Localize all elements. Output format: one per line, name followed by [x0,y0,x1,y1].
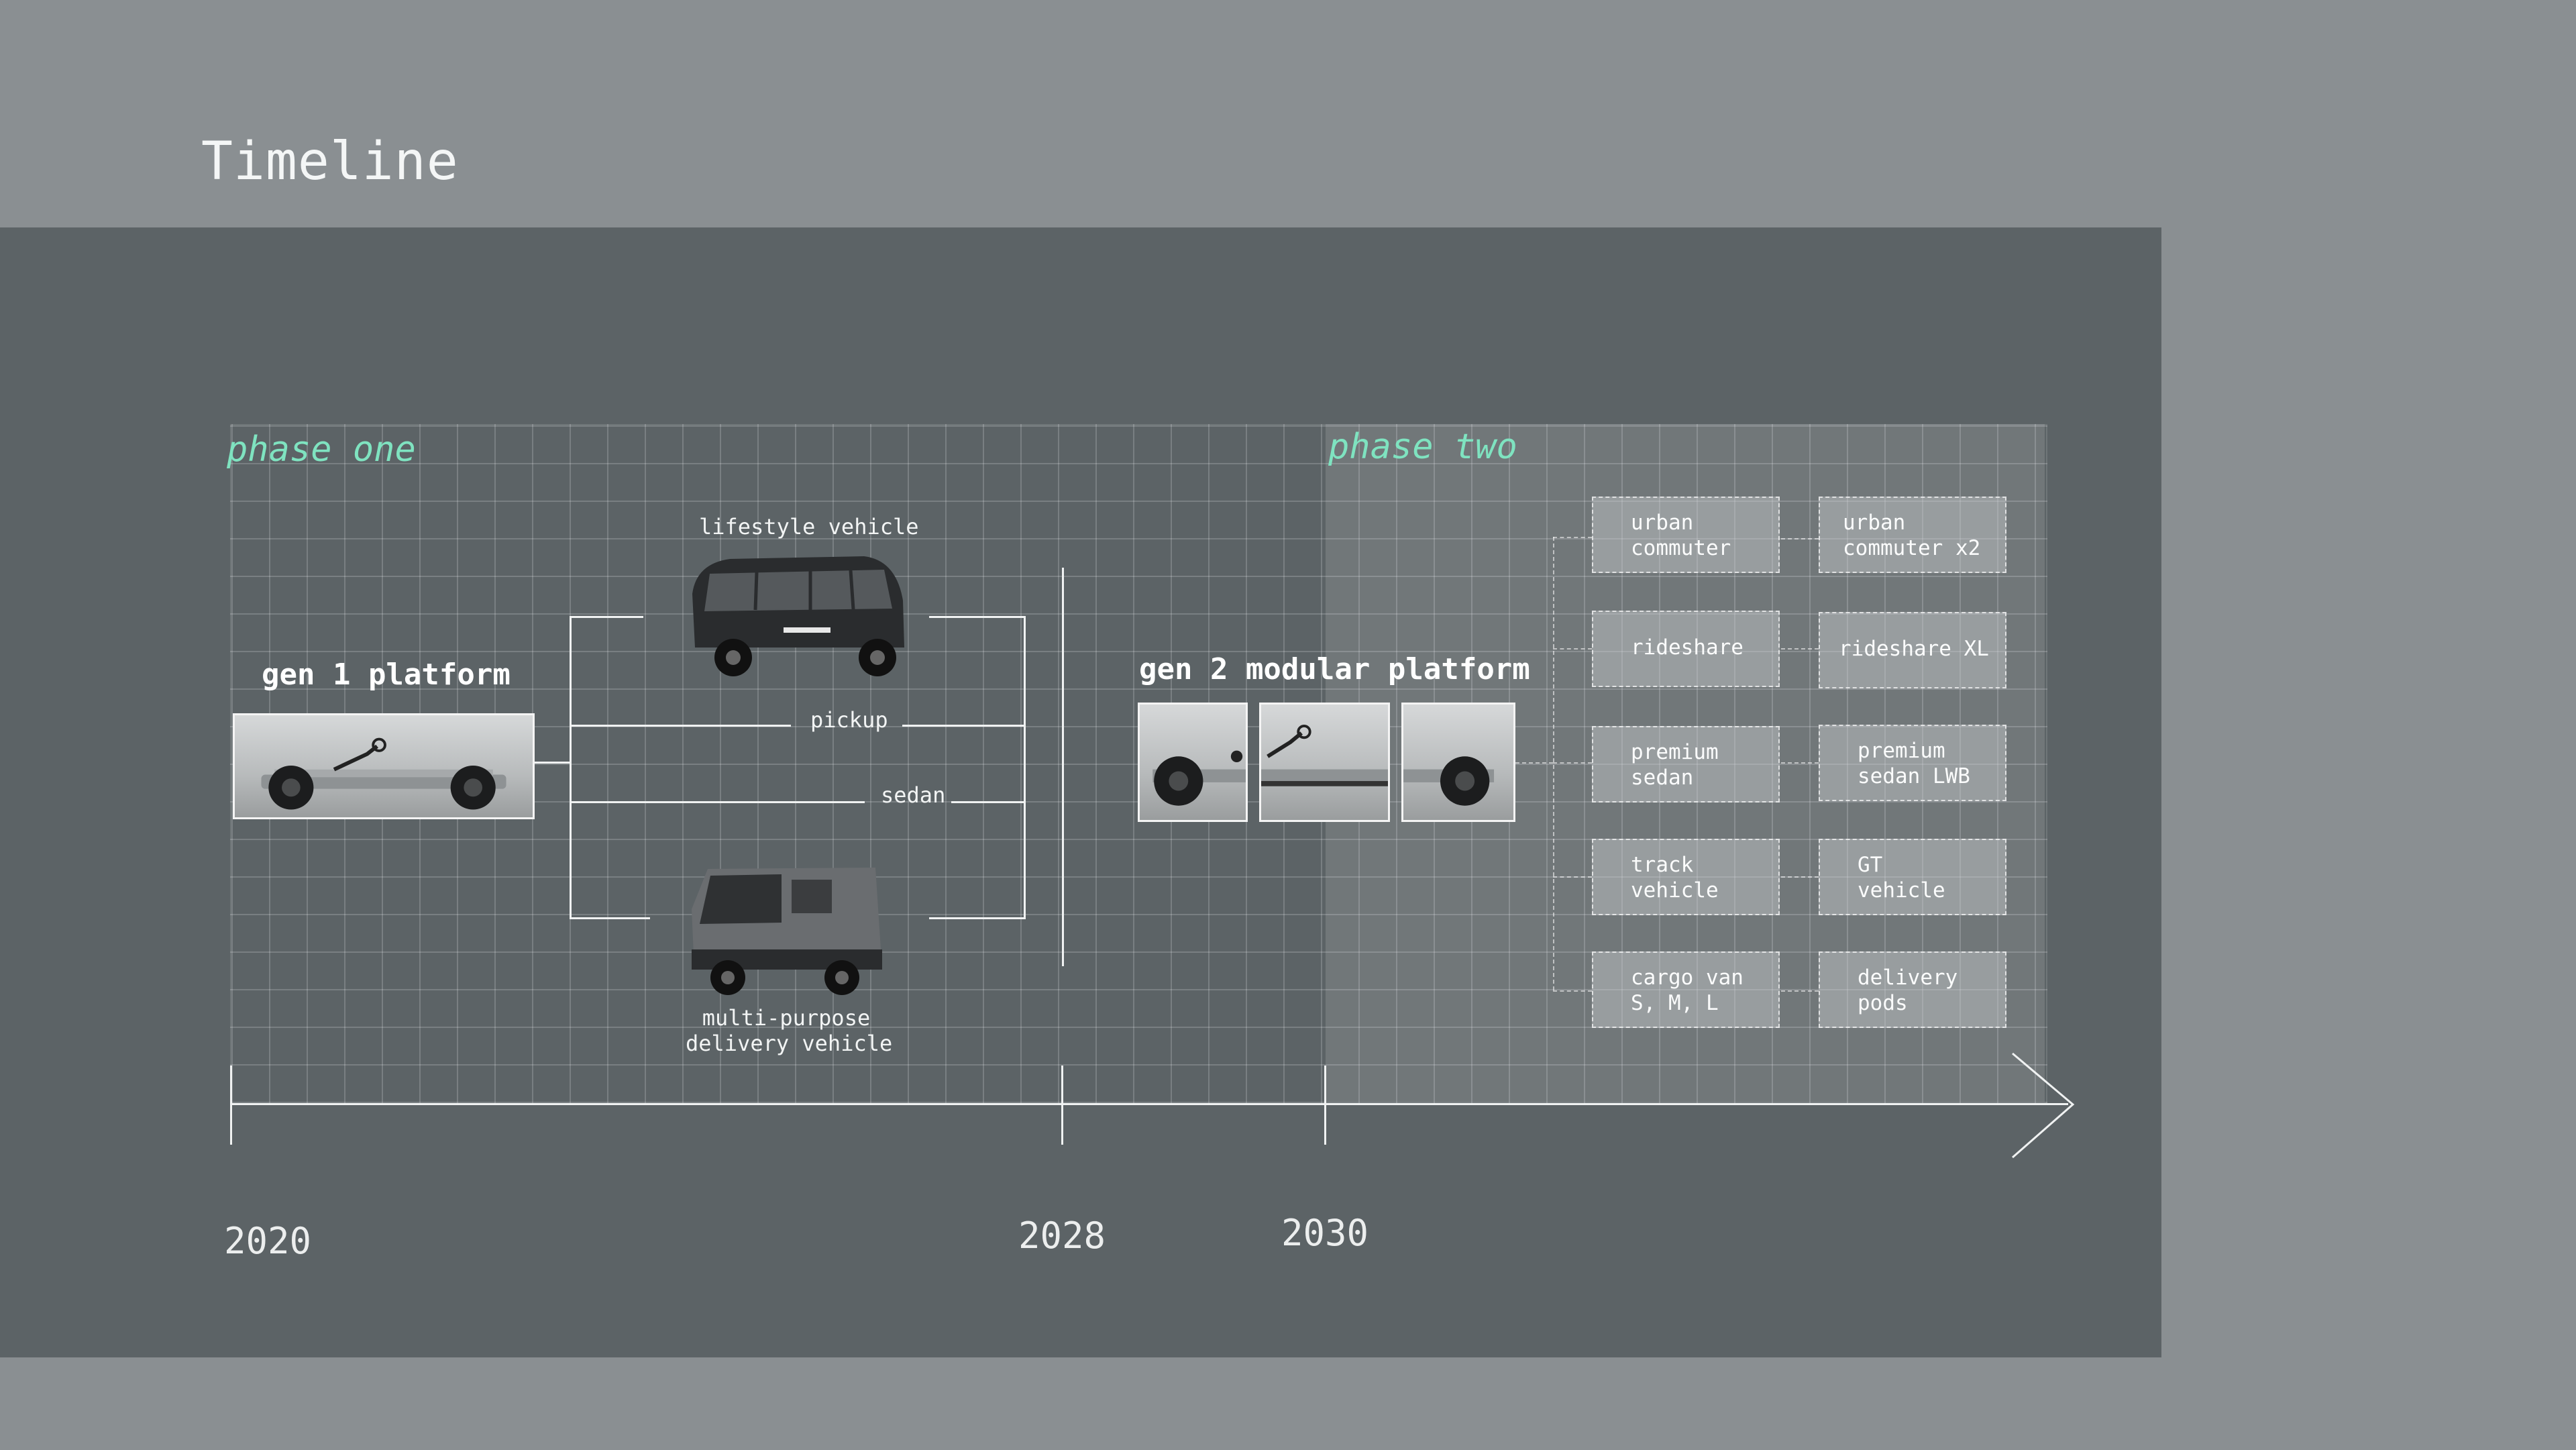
gen2-platform-image-middle [1259,703,1390,822]
connector-line [929,616,1025,618]
gen1-platform-image [233,713,535,819]
connector-line [535,762,571,764]
box-cargo-van: cargo van S, M, L [1592,951,1780,1028]
year-2020: 2020 [224,1220,312,1262]
page-title: Timeline [201,132,459,192]
dashed-connector [1781,648,1819,650]
dashed-connector [1553,648,1592,650]
dashed-trunk [1553,537,1554,990]
skateboard-chassis-icon [261,737,506,810]
box-urban-commuter: urban commuter [1592,497,1780,573]
dashed-connector [1553,762,1592,764]
bracket-left [570,616,572,919]
chassis-middle-icon [1261,724,1388,786]
box-delivery-pods: delivery pods [1819,951,2006,1028]
box-track-vehicle: track vehicle [1592,839,1780,915]
connector-line [570,725,791,727]
box-premium-sedan: premium sedan [1592,726,1780,802]
connector-line [570,801,865,803]
mpdv-label-line2: delivery vehicle [686,1031,893,1056]
gen2-platform-image-front [1138,703,1248,822]
connector-line [570,616,643,618]
phase-divider [1062,568,1064,966]
connector-line [951,801,1025,803]
lifestyle-vehicle-icon [683,547,908,681]
box-gt-vehicle: GT vehicle [1819,839,2006,915]
box-rideshare: rideshare [1592,611,1780,687]
pickup-label: pickup [810,707,888,733]
connector-line [929,917,1025,919]
bracket-right [1024,616,1026,919]
sedan-label: sedan [881,782,946,808]
connector-line [570,917,650,919]
box-premium-sedan-lwb: premium sedan LWB [1819,725,2006,801]
gen2-platform-heading: gen 2 modular platform [1139,652,1530,686]
tick-2030 [1324,1066,1326,1145]
delivery-vehicle-icon [681,862,885,1000]
box-rideshare-xl: rideshare XL [1819,612,2006,688]
gen1-platform-heading: gen 1 platform [262,658,511,692]
arrow-head-icon [2012,1052,2075,1159]
phase-two-label: phase two [1328,427,1517,467]
chassis-rear-icon [1403,756,1495,806]
year-2030: 2030 [1281,1212,1369,1254]
mpdv-label-line1: multi-purpose [702,1005,871,1031]
year-2028: 2028 [1018,1214,1106,1257]
dashed-connector [1781,762,1819,764]
dashed-connector [1553,876,1592,878]
connector-line [902,725,1025,727]
dashed-connector [1553,990,1592,992]
dashed-connector [1781,990,1819,992]
phase-one-label: phase one [227,429,416,470]
gen2-platform-image-rear [1401,703,1515,822]
tick-2028 [1061,1066,1063,1145]
box-urban-commuter-x2: urban commuter x2 [1819,497,2006,573]
tick-2020 [230,1066,232,1145]
dashed-connector [1553,537,1592,538]
dashed-connector [1781,876,1819,878]
dashed-connector [1515,762,1553,764]
lifestyle-vehicle-label: lifestyle vehicle [699,514,919,539]
chassis-front-icon [1152,750,1246,806]
dashed-connector [1781,538,1819,539]
timeline-axis [230,1103,2068,1105]
